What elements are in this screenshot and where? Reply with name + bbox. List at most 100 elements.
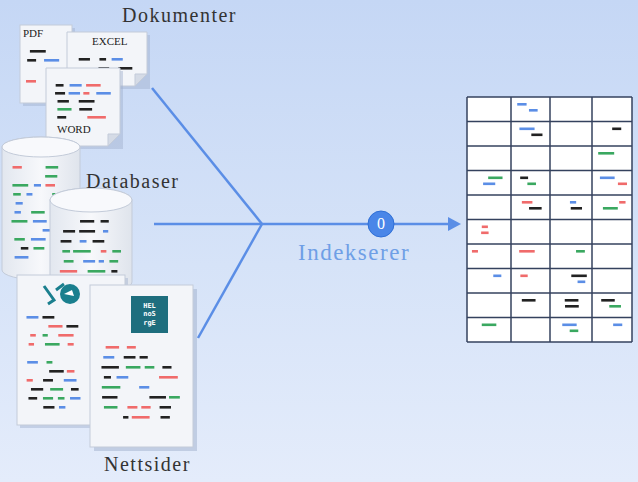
text-dash xyxy=(519,250,535,253)
document-node: PDF xyxy=(23,28,43,39)
text-dash xyxy=(493,275,501,278)
text-dash xyxy=(102,396,117,399)
text-dash xyxy=(61,240,72,243)
document-type: PDF xyxy=(23,28,43,39)
document-type: EXCEL xyxy=(92,36,127,47)
text-dash xyxy=(140,356,148,359)
text-dash xyxy=(56,84,64,87)
text-dash xyxy=(99,260,104,263)
text-dash xyxy=(488,177,502,180)
text-dash xyxy=(612,128,621,131)
text-dash xyxy=(49,370,64,373)
text-dash xyxy=(104,376,111,379)
text-dash xyxy=(60,270,77,273)
text-dash xyxy=(33,220,47,223)
flow-line xyxy=(262,223,450,226)
text-dash xyxy=(126,366,141,369)
text-dash xyxy=(520,275,527,278)
text-dash xyxy=(598,152,614,155)
logo-node: HEL noS rgE xyxy=(131,296,168,333)
text-dash xyxy=(99,58,106,61)
text-dash xyxy=(149,396,166,399)
text-dash xyxy=(571,275,586,278)
text-dash xyxy=(55,92,65,95)
text-dash xyxy=(565,299,579,302)
text-dash xyxy=(601,299,615,302)
text-dash xyxy=(58,397,65,400)
text-dash xyxy=(44,59,59,62)
document-type: WORD xyxy=(57,124,91,135)
text-dash xyxy=(34,184,41,187)
text-dash xyxy=(63,230,75,233)
text-dash xyxy=(33,247,44,250)
text-dash xyxy=(31,388,43,391)
text-dash xyxy=(14,211,20,214)
text-dash xyxy=(124,356,136,359)
table-rule xyxy=(466,97,468,342)
text-dash xyxy=(88,270,106,273)
text-dash xyxy=(483,183,495,186)
text-dash xyxy=(31,211,45,214)
text-dash xyxy=(43,406,54,409)
text-dash xyxy=(58,334,73,337)
text-dash xyxy=(79,58,90,61)
text-dash xyxy=(101,220,109,223)
text-dash xyxy=(112,250,121,253)
text-dash xyxy=(603,207,618,210)
document-node: EXCEL xyxy=(92,36,127,47)
text-dash xyxy=(127,406,137,409)
text-dash xyxy=(15,256,29,259)
text-dash xyxy=(42,316,54,319)
text-dash xyxy=(101,366,118,369)
text-dash xyxy=(145,366,155,369)
step-number: 0 xyxy=(377,216,385,232)
text-dash xyxy=(31,238,46,241)
text-dash xyxy=(519,128,534,131)
text-dash xyxy=(48,325,62,328)
text-dash xyxy=(481,232,488,235)
text-dash xyxy=(28,397,37,400)
text-dash xyxy=(618,183,627,186)
text-dash xyxy=(79,100,95,103)
step-label: Indekserer xyxy=(298,240,410,266)
text-dash xyxy=(102,386,121,389)
text-dash xyxy=(64,379,77,382)
text-dash xyxy=(27,59,36,62)
flow-line xyxy=(152,88,262,224)
table-rule xyxy=(549,97,551,342)
text-dash xyxy=(104,406,118,409)
flow-line xyxy=(154,223,262,226)
text-dash xyxy=(43,334,48,337)
group-title: Dokumenter xyxy=(122,4,237,27)
text-dash xyxy=(14,238,24,241)
group-title: Nettsider xyxy=(104,453,191,476)
text-dash xyxy=(58,100,69,103)
text-dash xyxy=(64,260,74,263)
text-dash xyxy=(619,201,625,204)
text-dash xyxy=(571,207,582,210)
database-top xyxy=(2,137,80,157)
text-dash xyxy=(576,250,585,253)
text-dash xyxy=(43,379,53,382)
text-dash xyxy=(27,379,33,382)
text-dash xyxy=(86,84,101,87)
text-dash xyxy=(159,376,178,379)
text-dash xyxy=(101,250,107,253)
document-sheet xyxy=(46,68,120,146)
text-dash xyxy=(117,376,129,379)
text-dash xyxy=(71,388,79,391)
arrow-head xyxy=(448,217,461,231)
web-page xyxy=(90,285,193,447)
text-dash xyxy=(70,84,82,87)
text-dash xyxy=(482,226,488,229)
text-dash xyxy=(609,305,621,308)
text-dash xyxy=(12,184,28,187)
text-dash xyxy=(30,334,36,337)
text-dash xyxy=(472,250,478,253)
text-dash xyxy=(70,397,80,400)
text-dash xyxy=(16,202,23,205)
text-dash xyxy=(59,406,65,409)
text-dash xyxy=(565,305,579,308)
text-dash xyxy=(80,240,87,243)
text-dash xyxy=(21,247,28,250)
